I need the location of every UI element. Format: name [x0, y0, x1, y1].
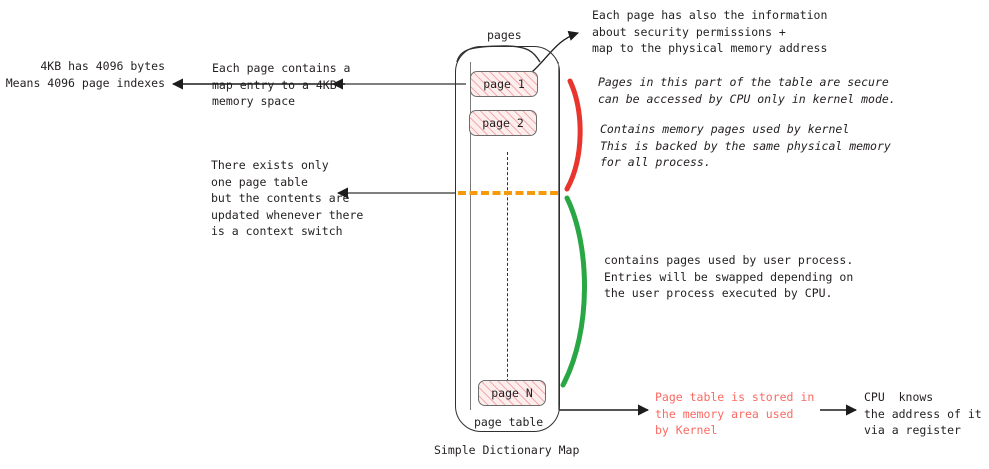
- page-continuation-dashes: [507, 152, 508, 392]
- annotation-context-switch: There exists only one page table but the…: [211, 158, 364, 238]
- annotation-kernel-secure: Pages in this part of the table are secu…: [598, 75, 896, 106]
- annotation-each-page-contains: Each page contains a map entry to a 4KB …: [212, 61, 351, 108]
- kernel-region-bracket: [564, 78, 583, 192]
- annotation-stored-in-kernel: Page table is stored in the memory area …: [655, 390, 815, 437]
- diagram-caption: Simple Dictionary Map: [434, 443, 580, 457]
- pages-label: pages: [487, 28, 522, 42]
- page-table-label: page table: [474, 415, 544, 429]
- annotation-cpu-knows: CPU knows the address of it via a regist…: [864, 390, 982, 437]
- user-region-bracket: [560, 195, 587, 388]
- annotation-user-pages: contains pages used by user process. Ent…: [604, 253, 854, 300]
- page-box-n[interactable]: page N: [478, 380, 546, 406]
- page-box-2[interactable]: page 2: [469, 110, 537, 136]
- page-box-2-label: page 2: [482, 116, 524, 130]
- page-table-left-rail: [470, 62, 471, 410]
- page-box-n-label: page N: [491, 386, 533, 400]
- page-box-1[interactable]: page 1: [470, 71, 538, 97]
- page-table-container: [455, 46, 560, 432]
- annotation-kernel-pages: Contains memory pages used by kernel Thi…: [600, 122, 891, 169]
- page-table-right-rail: [558, 62, 559, 410]
- annotation-4kb-bytes: 4KB has 4096 bytes Means 4096 page index…: [5, 59, 165, 90]
- page-box-1-label: page 1: [483, 77, 525, 91]
- context-switch-divider: [458, 191, 558, 195]
- annotation-security-permissions: Each page has also the information about…: [592, 8, 828, 55]
